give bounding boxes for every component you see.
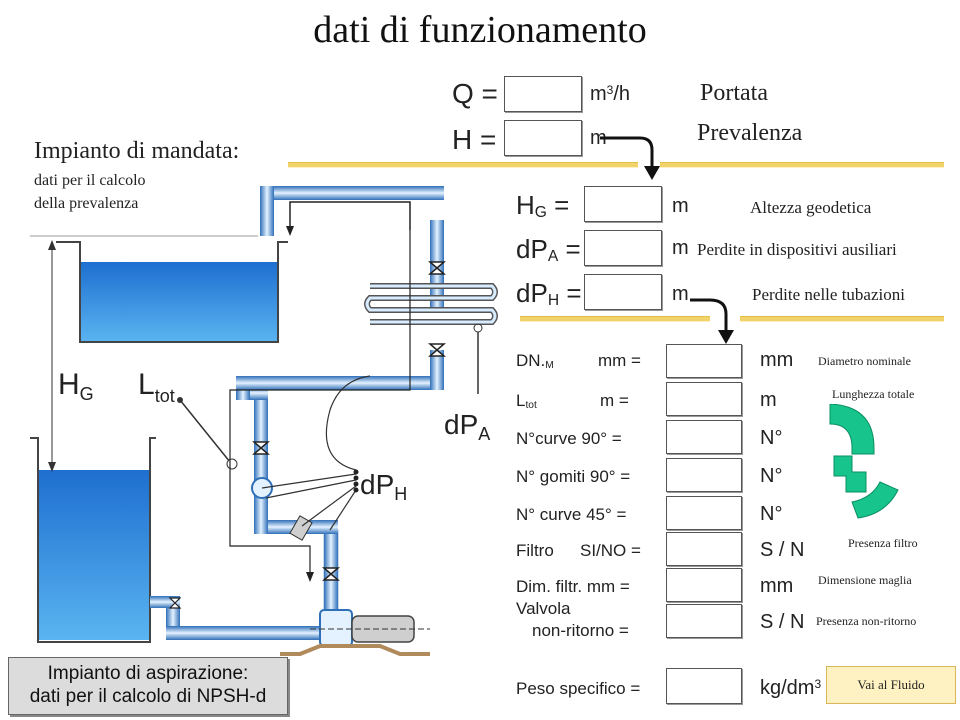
ltot-label: Ltot bbox=[516, 391, 537, 412]
filter-size-description: Dimensione maglia bbox=[818, 573, 912, 587]
elbow-90-icon bbox=[833, 455, 867, 493]
go-to-fluid-button[interactable]: Vai al Fluido bbox=[826, 666, 956, 704]
plant-diagram: HG Ltot dPA dPH bbox=[30, 186, 498, 656]
elbow90-unit: N° bbox=[760, 465, 783, 487]
separator-mid-left bbox=[520, 316, 710, 322]
ltot-input[interactable] bbox=[666, 382, 742, 416]
elbow90-input[interactable] bbox=[666, 458, 742, 492]
elbow90-label: N° gomiti 90° = bbox=[516, 467, 631, 486]
delivery-line-2: della prevalenza bbox=[34, 195, 139, 212]
dpa-symbol: dPA = bbox=[516, 234, 581, 266]
check-valve-label-2: non-ritorno = bbox=[532, 621, 629, 640]
dph-symbol: dPH = bbox=[516, 278, 582, 310]
hg-diagram-label: HG bbox=[58, 368, 94, 404]
dph-diagram-label: dPH bbox=[360, 469, 407, 504]
q-unit: m3/h bbox=[590, 83, 631, 105]
ltot-label-b: m = bbox=[600, 391, 629, 410]
separator-left bbox=[288, 162, 638, 168]
dph-description: Perdite nelle tubazioni bbox=[752, 285, 905, 304]
filter-label-b: SI/NO = bbox=[580, 541, 641, 560]
filter-size-input[interactable] bbox=[666, 568, 742, 602]
dn-label-b: mm = bbox=[598, 351, 641, 370]
ltot-diagram-label: Ltot bbox=[138, 368, 175, 406]
curve-90-icon bbox=[829, 404, 875, 455]
filter-description: Presenza filtro bbox=[848, 536, 918, 550]
curve90-label: N°curve 90° = bbox=[516, 429, 622, 448]
suction-line-1: Impianto di aspirazione: bbox=[47, 663, 249, 685]
separator-mid-right bbox=[740, 316, 944, 322]
valve-icon-4 bbox=[321, 567, 341, 581]
hg-unit: m bbox=[672, 195, 689, 217]
delivery-heading: Impianto di mandata: bbox=[34, 138, 240, 164]
h-unit: m bbox=[590, 127, 607, 149]
specific-weight-input[interactable] bbox=[666, 668, 742, 704]
delivery-line-1: dati per il calcolo bbox=[34, 172, 146, 189]
pump-icon bbox=[310, 609, 430, 647]
curve-45-icon bbox=[851, 481, 899, 519]
suction-plant-box[interactable]: Impianto di aspirazione: dati per il cal… bbox=[8, 657, 288, 715]
filter-input[interactable] bbox=[666, 532, 742, 566]
dn-label: DN.M bbox=[516, 351, 554, 372]
q-description: Portata bbox=[700, 80, 768, 106]
ltot-unit: m bbox=[760, 389, 777, 411]
specific-weight-unit: kg/dm3 bbox=[760, 677, 822, 699]
check-valve-unit: S / N bbox=[760, 611, 805, 633]
curve45-label: N° curve 45° = bbox=[516, 505, 627, 524]
check-valve-description: Presenza non-ritorno bbox=[816, 614, 917, 628]
check-valve-label: Valvola bbox=[516, 599, 571, 618]
separator-right bbox=[660, 162, 944, 168]
hg-input[interactable] bbox=[584, 186, 662, 222]
arrow-down-icon-2 bbox=[690, 298, 734, 344]
filter-size-unit: mm bbox=[760, 575, 794, 597]
filter-label: Filtro bbox=[516, 541, 554, 560]
q-input[interactable] bbox=[504, 76, 582, 112]
h-description: Prevalenza bbox=[697, 120, 803, 146]
dpa-diagram-label: dPA bbox=[444, 409, 490, 444]
suction-line-2: dati per il calcolo di NPSH-d bbox=[29, 686, 267, 707]
q-symbol: Q = bbox=[452, 78, 498, 109]
specific-weight-label: Peso specifico = bbox=[516, 679, 641, 698]
dn-description: Diametro nominale bbox=[818, 354, 911, 368]
arrow-down-icon bbox=[600, 136, 660, 180]
dph-input[interactable] bbox=[584, 274, 662, 310]
upper-tank bbox=[56, 241, 288, 343]
hg-description: Altezza geodetica bbox=[750, 198, 872, 217]
dpa-description: Perdite in dispositivi ausiliari bbox=[697, 240, 897, 259]
ltot-description: Lunghezza totale bbox=[832, 387, 915, 401]
filter-fitting-icon bbox=[289, 515, 313, 541]
curve90-input[interactable] bbox=[666, 420, 742, 454]
h-symbol: H = bbox=[452, 124, 497, 155]
curve45-unit: N° bbox=[760, 503, 783, 525]
hg-dimension bbox=[30, 235, 258, 472]
dpa-unit: m bbox=[672, 237, 689, 259]
lower-tank bbox=[30, 437, 156, 643]
h-input[interactable] bbox=[504, 120, 582, 156]
curve45-input[interactable] bbox=[666, 496, 742, 530]
page-title: dati di funzionamento bbox=[313, 9, 647, 51]
valve-icon-2 bbox=[427, 343, 447, 357]
filter-size-label: Dim. filtr. mm = bbox=[516, 577, 630, 596]
dph-unit: m bbox=[672, 283, 689, 305]
dpa-input[interactable] bbox=[584, 230, 662, 266]
dn-input[interactable] bbox=[666, 344, 742, 378]
curve90-unit: N° bbox=[760, 427, 783, 449]
dn-unit: mm bbox=[760, 349, 794, 371]
valve-icon bbox=[427, 261, 447, 275]
filter-unit: S / N bbox=[760, 539, 805, 561]
valve-icon-3 bbox=[251, 441, 271, 455]
hg-symbol: HG = bbox=[516, 190, 570, 222]
check-valve-input[interactable] bbox=[666, 604, 742, 638]
